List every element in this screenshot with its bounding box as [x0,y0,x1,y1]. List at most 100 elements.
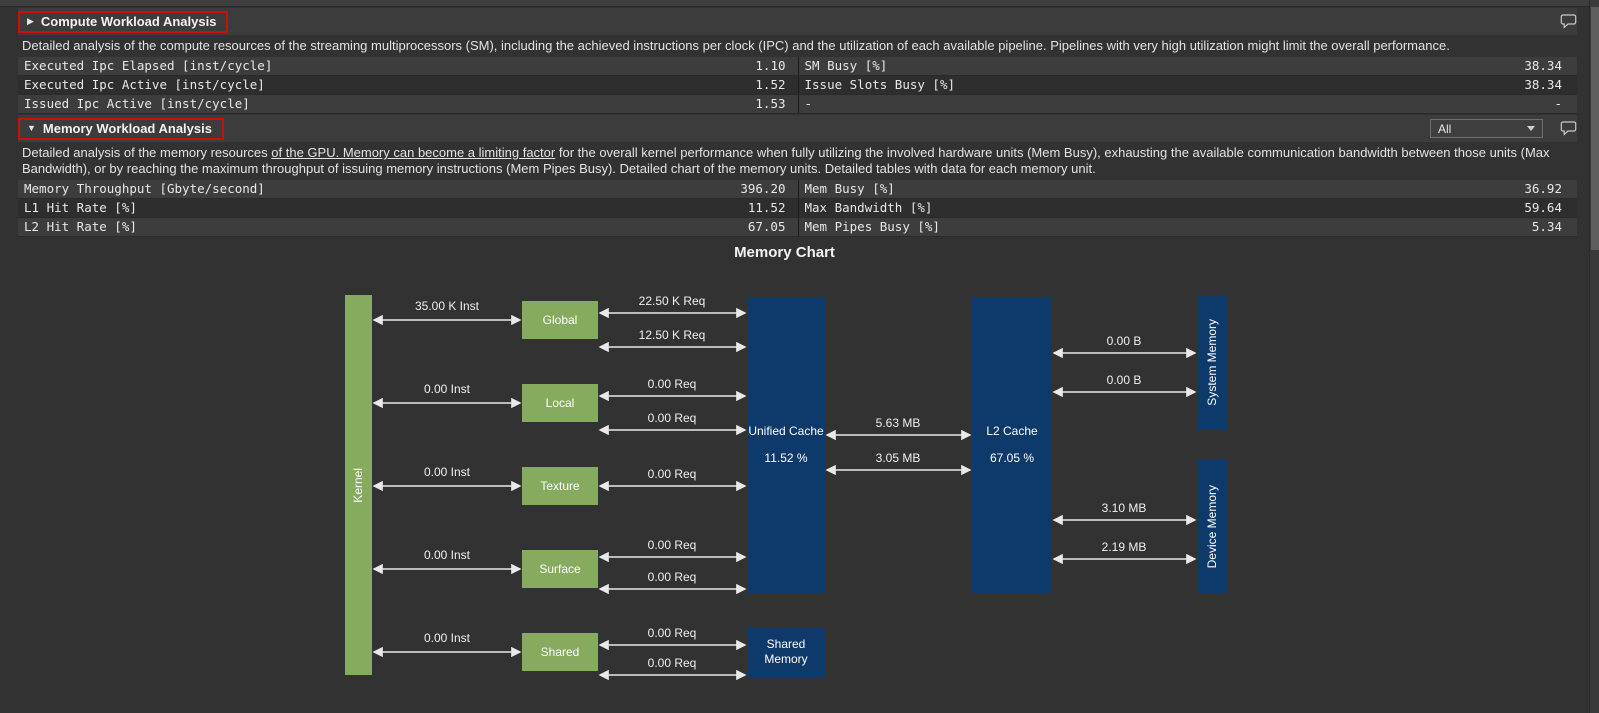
section-title-compute: Compute Workload Analysis [40,13,217,29]
metric-cell: Executed Ipc Active [inst/cycle] 1.52 [18,76,798,94]
memory-metrics-table: Memory Throughput [Gbyte/second] 396.20 … [18,180,1577,237]
metric-name: Issued Ipc Active [inst/cycle] [24,96,250,111]
metric-value: 1.53 [755,96,786,111]
flow-label-kernel-surface: 0.00 Inst [423,548,471,562]
metric-value: 38.34 [1524,58,1562,73]
l2-cache-hit-rate: 67.05 % [989,451,1035,465]
metric-cell: - - [797,95,1578,113]
metric-cell: Mem Pipes Busy [%] 5.34 [797,218,1578,236]
flow-label-shared-sharedmem-1: 0.00 Req [647,626,697,640]
surface-box: Surface [522,550,598,588]
metric-name: - [804,96,813,111]
comment-bubble-icon[interactable] [1560,121,1577,136]
metric-cell: Max Bandwidth [%] 59.64 [797,199,1578,217]
flow-label-l2-system-2: 0.00 B [1106,373,1142,387]
flow-label-unified-l2-2: 3.05 MB [875,451,921,465]
collapse-chevron-icon[interactable]: ▶ [27,15,34,26]
global-box: Global [522,301,598,339]
metric-value: 38.34 [1524,77,1562,92]
description-text: for the overall kernel performance when … [22,145,1550,176]
flow-label-l2-device-1: 3.10 MB [1101,501,1147,515]
flow-label-kernel-texture: 0.00 Inst [423,465,471,479]
memory-chart: Kernel Global Local Texture Surface Shar… [0,265,1599,708]
metric-value: 59.64 [1524,200,1562,215]
red-highlight-box: ▼ Memory Workload Analysis [18,117,224,140]
vertical-scrollbar[interactable] [1589,0,1599,713]
device-memory-label: Device Memory [1205,484,1219,569]
flow-label-local-unified-2: 0.00 Req [647,411,697,425]
surface-label: Surface [539,561,581,576]
local-box: Local [522,384,598,422]
red-highlight-box: ▶ Compute Workload Analysis [18,10,229,33]
metric-value: 396.20 [740,181,786,196]
horizontal-scrollbar[interactable] [0,0,1589,7]
filter-dropdown[interactable]: All [1430,119,1543,138]
comment-bubble-icon[interactable] [1560,14,1577,29]
table-row: L2 Hit Rate [%] 67.05 Mem Pipes Busy [%]… [18,218,1577,237]
flow-label-global-unified-1: 22.50 K Req [638,294,706,308]
metric-name: L2 Hit Rate [%] [24,219,137,234]
flow-label-surface-unified-2: 0.00 Req [647,570,697,584]
description-text-underlined: of the GPU. Memory can become a limiting… [271,145,556,160]
l2-cache-label: L2 Cache [986,424,1038,438]
scrollbar-thumb[interactable] [1591,7,1599,250]
unified-cache-label: Unified Cache [748,424,824,438]
metric-cell: Executed Ipc Elapsed [inst/cycle] 1.10 [18,57,798,75]
metric-name: Executed Ipc Active [inst/cycle] [24,77,265,92]
flow-label-texture-unified: 0.00 Req [647,467,697,481]
table-row: L1 Hit Rate [%] 11.52 Max Bandwidth [%] … [18,199,1577,218]
metric-name: SM Busy [%] [804,58,888,73]
expand-chevron-icon[interactable]: ▼ [27,122,36,133]
metric-name: Mem Pipes Busy [%] [804,219,940,234]
metric-cell: Issue Slots Busy [%] 38.34 [797,76,1578,94]
compute-section-description: Detailed analysis of the compute resourc… [22,38,1450,53]
section-title-memory: Memory Workload Analysis [42,120,212,136]
metric-value: 36.92 [1524,181,1562,196]
metric-cell: L1 Hit Rate [%] 11.52 [18,199,798,217]
metric-cell: L2 Hit Rate [%] 67.05 [18,218,798,236]
metric-value: - [1554,96,1562,111]
metric-value: 5.34 [1531,219,1562,234]
memory-chart-title: Memory Chart [734,244,835,261]
flow-label-kernel-global: 35.00 K Inst [414,299,480,313]
metric-name: Memory Throughput [Gbyte/second] [24,181,265,196]
metric-name: Executed Ipc Elapsed [inst/cycle] [24,58,273,73]
section-header-compute-workload[interactable]: ▶ Compute Workload Analysis [18,8,1577,35]
table-row: Memory Throughput [Gbyte/second] 396.20 … [18,180,1577,199]
system-memory-label: System Memory [1205,319,1219,406]
chevron-down-icon [1527,126,1535,131]
section-header-memory-workload[interactable]: ▼ Memory Workload Analysis All [18,115,1577,142]
flow-label-global-unified-2: 12.50 K Req [638,328,706,342]
flow-label-shared-sharedmem-2: 0.00 Req [647,656,697,670]
metric-name: Issue Slots Busy [%] [804,77,956,92]
unified-cache-hit-rate: 11.52 % [764,451,808,465]
kernel-label: Kernel [351,467,365,503]
flow-label-surface-unified-1: 0.00 Req [647,538,697,552]
description-text: Detailed analysis of the memory resource… [22,145,272,160]
metric-cell: SM Busy [%] 38.34 [797,57,1578,75]
memory-section-description: Detailed analysis of the memory resource… [18,145,1577,177]
metric-cell: Mem Busy [%] 36.92 [797,180,1578,198]
flow-label-kernel-shared: 0.00 Inst [423,631,471,645]
shared-memory-label: Shared Memory [764,637,808,666]
global-label: Global [542,312,578,327]
shared-memory-box: Shared Memory [747,627,825,677]
shared-box: Shared [522,633,598,671]
metric-value: 67.05 [747,219,786,234]
kernel-box: Kernel [345,295,372,675]
compute-metrics-table: Executed Ipc Elapsed [inst/cycle] 1.10 S… [18,57,1577,114]
texture-label: Texture [540,478,580,493]
table-row: Issued Ipc Active [inst/cycle] 1.53 - - [18,95,1577,114]
system-memory-box: System Memory [1197,295,1228,430]
unified-cache-box: Unified Cache 11.52 % [747,297,825,593]
l2-cache-box: L2 Cache 67.05 % [972,297,1052,593]
flow-arrows [372,307,1197,681]
flow-label-local-unified-1: 0.00 Req [647,377,697,391]
metric-cell: Issued Ipc Active [inst/cycle] 1.53 [18,95,798,113]
metric-value: 1.52 [755,77,786,92]
dropdown-selected-value: All [1438,121,1452,136]
metric-name: Mem Busy [%] [804,181,895,196]
flow-label-kernel-local: 0.00 Inst [423,382,471,396]
metric-name: L1 Hit Rate [%] [24,200,137,215]
